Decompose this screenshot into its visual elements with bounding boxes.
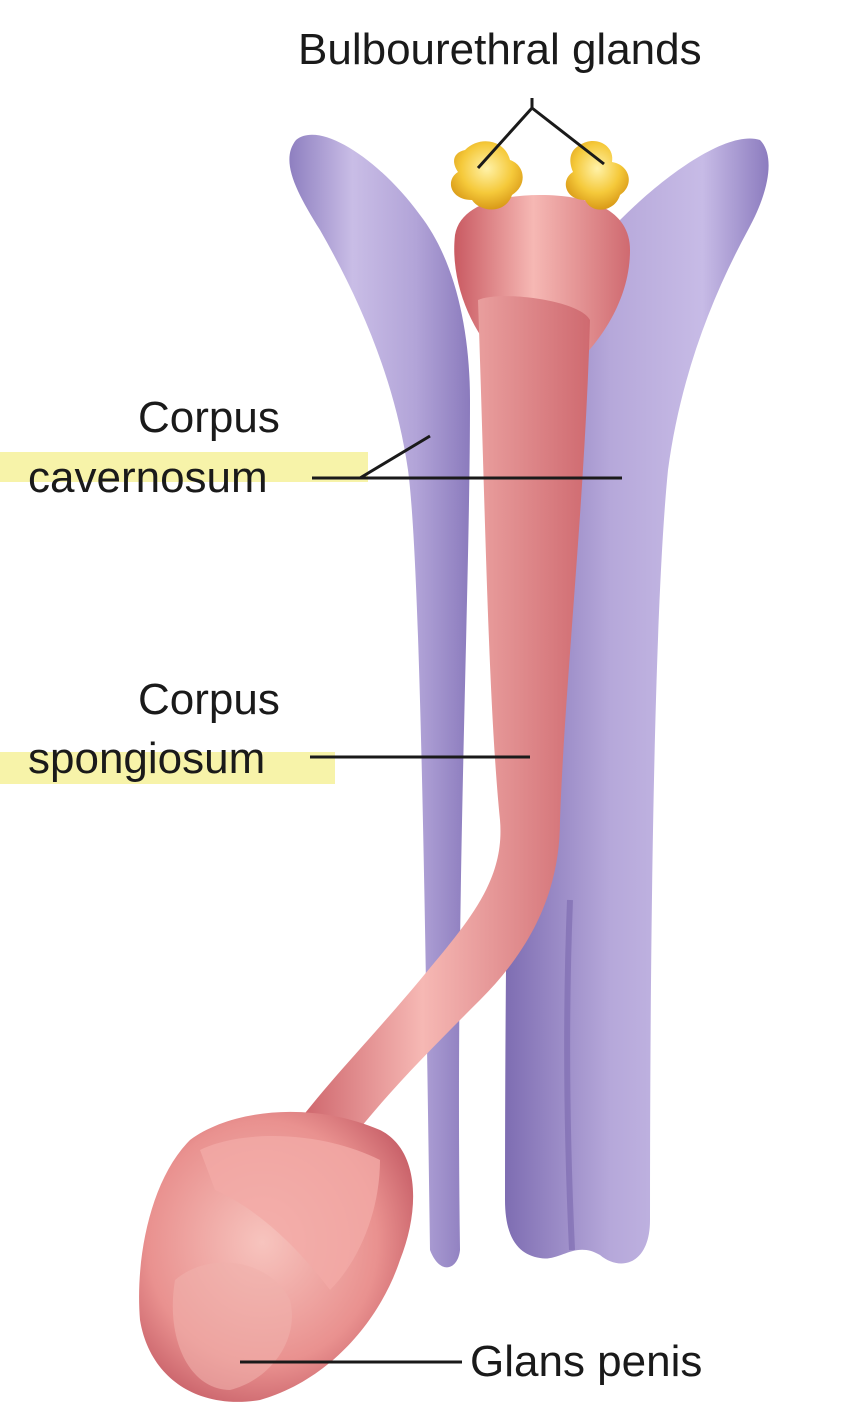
cavernosum-label-line2: cavernosum bbox=[28, 453, 268, 502]
bulbourethral-leader bbox=[476, 98, 605, 170]
cavernosum-leader bbox=[312, 434, 622, 480]
corpus-spongiosum bbox=[285, 296, 590, 1175]
bulbourethral-gland-right bbox=[565, 141, 629, 210]
corpus-cavernosum-left bbox=[289, 134, 470, 1268]
glans-label: Glans penis bbox=[470, 1337, 703, 1386]
bulbourethral-label: Bulbourethral glands bbox=[298, 25, 702, 74]
bulbourethral-gland-left bbox=[450, 141, 523, 210]
spongiosum-label-line2: spongiosum bbox=[28, 734, 266, 783]
spongiosum-highlight bbox=[0, 752, 335, 784]
leader-lines bbox=[240, 98, 622, 1364]
cavernosum-label-line1: Corpus bbox=[138, 393, 280, 442]
cavernosum-highlight bbox=[0, 452, 368, 482]
spongiosum-label-line1: Corpus bbox=[138, 675, 280, 724]
